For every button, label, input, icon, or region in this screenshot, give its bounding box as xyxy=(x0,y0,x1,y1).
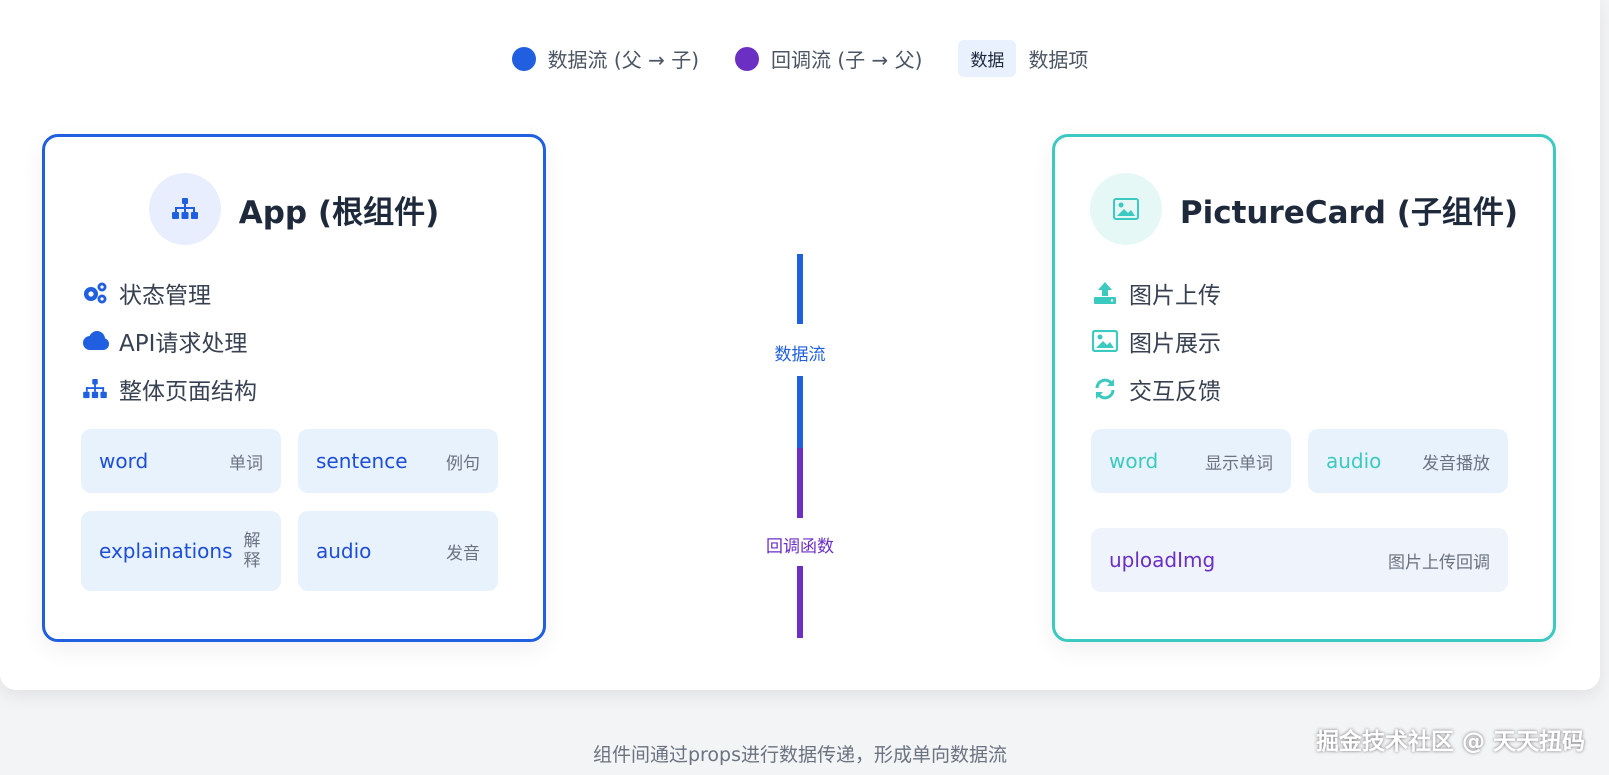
picture-feature-item: 交互反馈 xyxy=(1091,365,1221,413)
data-flow-label: 数据流 xyxy=(774,345,826,365)
legend-data-flow: 数据流 (父 → 子) xyxy=(511,44,699,73)
app-card: App (根组件) 状态管理 xyxy=(42,134,546,642)
diagram-panel: 数据流 (父 → 子) 回调流 (子 → 父) 数据 数据项 xyxy=(0,0,1600,690)
cloud-icon xyxy=(81,327,109,355)
gears-icon xyxy=(81,279,109,307)
app-prop-audio: audio 发音 xyxy=(298,511,498,591)
picture-feature-label: 图片展示 xyxy=(1129,331,1221,357)
picture-callback-uploadimg: uploadImg 图片上传回调 xyxy=(1091,528,1508,592)
prop-key: word xyxy=(99,449,149,473)
picture-prop-word: word 显示单词 xyxy=(1091,429,1291,493)
picture-card-title: PictureCard (子组件) xyxy=(1179,194,1519,231)
prop-key: explainations xyxy=(99,539,233,563)
legend-data-flow-label: 数据流 (父 → 子) xyxy=(547,48,699,72)
picture-feature-label: 图片上传 xyxy=(1129,283,1221,309)
picture-card-header: PictureCard (子组件) xyxy=(1055,173,1553,245)
prop-desc: 发音 xyxy=(446,543,480,564)
legend-chip: 数据 xyxy=(958,40,1017,77)
app-card-header: App (根组件) xyxy=(45,173,543,245)
upload-icon xyxy=(1091,279,1119,307)
app-prop-explainations: explainations 解释 xyxy=(81,511,281,591)
legend: 数据流 (父 → 子) 回调流 (子 → 父) 数据 数据项 xyxy=(0,40,1600,77)
prop-key: sentence xyxy=(316,449,408,473)
prop-key: audio xyxy=(316,539,372,563)
data-flow-dot xyxy=(511,46,536,71)
sitemap-icon xyxy=(81,375,109,403)
legend-chip-label: 数据项 xyxy=(1028,48,1089,72)
sitemap-icon xyxy=(148,173,221,245)
picture-card: PictureCard (子组件) 图片上传 xyxy=(1052,134,1556,642)
app-feature-item: API请求处理 xyxy=(81,317,257,365)
watermark: 掘金技术社区 @ 天天扭码 xyxy=(1315,729,1585,755)
image-icon xyxy=(1089,173,1162,245)
picture-feature-label: 交互反馈 xyxy=(1129,379,1221,405)
app-card-title: App (根组件) xyxy=(238,194,440,231)
callback-flow-line-top xyxy=(797,448,803,518)
prop-key: audio xyxy=(1326,449,1382,473)
legend-data-item: 数据 数据项 xyxy=(958,40,1088,77)
callback-flow-dot xyxy=(735,46,759,71)
picture-prop-audio: audio 发音播放 xyxy=(1308,429,1508,493)
diagram-caption: 组件间通过props进行数据传递，形成单向数据流 xyxy=(592,744,1008,766)
picture-feature-list: 图片上传 图片展示 xyxy=(1091,269,1221,413)
legend-callback-flow-label: 回调流 (子 → 父) xyxy=(771,48,923,72)
prop-desc: 单词 xyxy=(229,453,263,474)
prop-desc: 显示单词 xyxy=(1205,453,1273,474)
app-feature-label: 状态管理 xyxy=(119,283,211,309)
callback-flow-label: 回调函数 xyxy=(766,537,834,557)
app-prop-word: word 单词 xyxy=(81,429,281,493)
legend-callback-flow: 回调流 (子 → 父) xyxy=(735,44,922,73)
app-feature-label: 整体页面结构 xyxy=(119,379,257,405)
app-feature-item: 状态管理 xyxy=(81,269,257,317)
data-flow-line-top xyxy=(797,254,803,324)
prop-desc: 发音播放 xyxy=(1422,453,1490,474)
app-feature-label: API请求处理 xyxy=(119,331,248,357)
image-icon xyxy=(1091,327,1119,355)
app-feature-list: 状态管理 API请求处理 xyxy=(81,269,257,413)
callback-flow-line-bottom xyxy=(797,566,803,638)
app-prop-sentence: sentence 例句 xyxy=(298,429,498,493)
sync-icon xyxy=(1091,375,1119,403)
prop-desc: 解释 xyxy=(243,531,261,571)
app-feature-item: 整体页面结构 xyxy=(81,365,257,413)
callback-key: uploadImg xyxy=(1109,548,1216,572)
callback-desc: 图片上传回调 xyxy=(1388,552,1490,573)
picture-feature-item: 图片上传 xyxy=(1091,269,1221,317)
data-flow-line-bottom xyxy=(797,376,803,448)
prop-desc: 例句 xyxy=(446,453,480,474)
prop-key: word xyxy=(1109,449,1159,473)
picture-feature-item: 图片展示 xyxy=(1091,317,1221,365)
